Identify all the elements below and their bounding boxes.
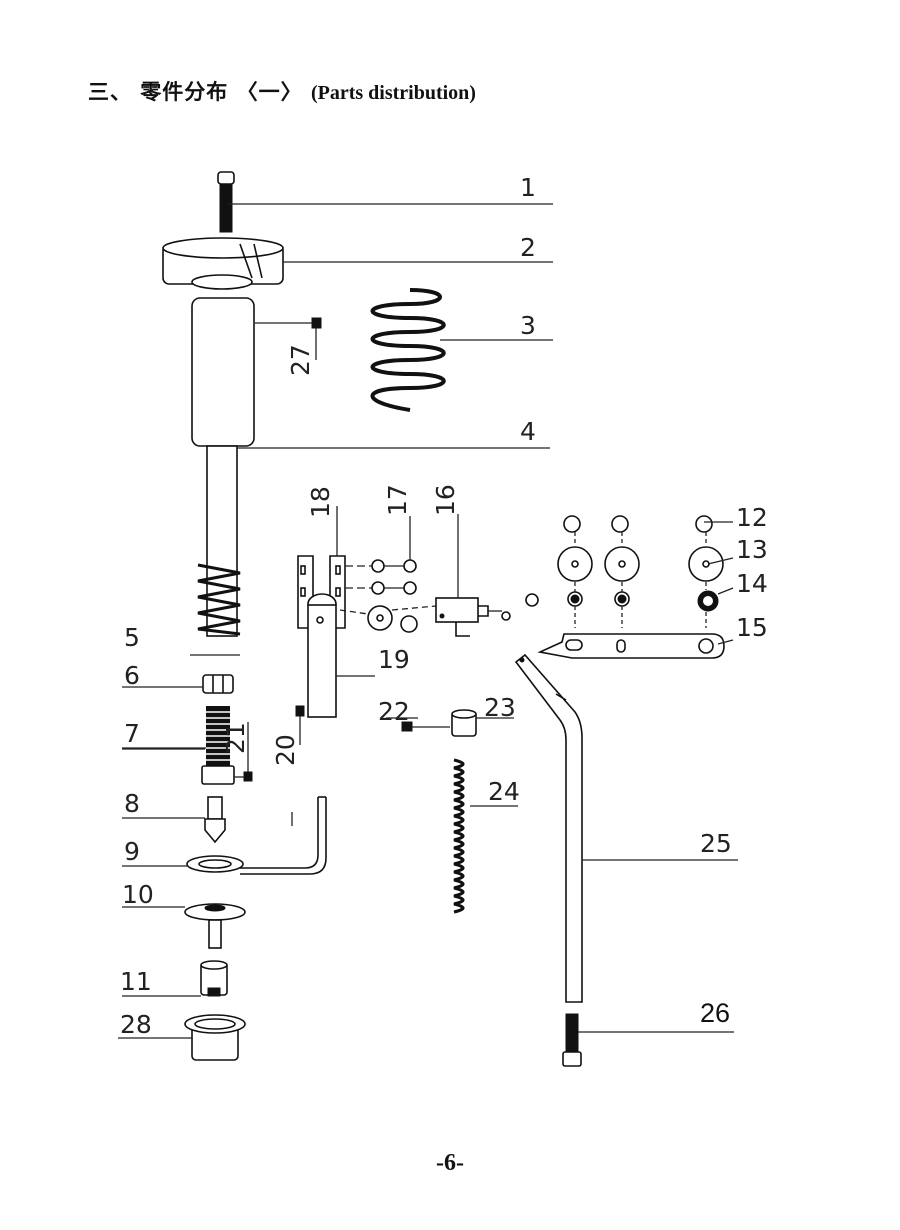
part-27-setscrew [255,317,322,360]
part-24-spring [453,758,518,914]
part-26-bolt [562,1013,734,1067]
label-27: 27 [286,344,315,376]
page-number: -6- [436,1150,464,1176]
part-8-cone-pin [122,796,226,844]
part-21-setscrew [234,722,253,782]
part-3-spring [370,288,553,412]
label-20: 20 [271,734,300,766]
label-1: 1 [520,173,536,202]
part-15-plate [537,633,734,659]
part-10-flange [122,903,246,949]
label-23: 23 [484,693,516,722]
part-22-screw [386,717,450,732]
part-20-setscrew [295,705,305,745]
label-5: 5 [124,623,140,652]
label-15: 15 [736,613,768,642]
label-12: 12 [736,503,768,532]
label-18: 18 [306,486,335,518]
part-14-springs [567,532,734,628]
label-26: 26 [700,998,730,1028]
label-17: 17 [383,484,412,516]
page-title: 三、 零件分布 〈一〉 (Parts distribution) [88,76,476,106]
title-english: (Parts distribution) [310,82,476,104]
label-13: 13 [736,535,768,564]
label-6: 6 [124,661,140,690]
label-25: 25 [700,829,732,858]
label-9: 9 [124,837,140,866]
label-2: 2 [520,233,536,262]
label-3: 3 [520,311,536,340]
part-4-cylinder [191,297,550,637]
label-19: 19 [378,645,410,674]
label-28: 28 [120,1010,152,1039]
label-16: 16 [431,484,460,516]
part-17-balls [339,516,437,633]
part-1-screw [217,171,553,233]
label-21: 21 [221,722,250,754]
part-13-washers [557,546,734,582]
label-22: 22 [378,697,410,726]
label-4: 4 [520,417,536,446]
label-14: 14 [736,569,768,598]
label-11: 11 [120,967,152,996]
part-11-bushing [122,960,228,997]
title-chinese: 三、 零件分布 〈一〉 [88,79,303,104]
part-12-knobs [563,515,733,533]
label-24: 24 [488,777,520,806]
part-28-cap [118,1014,246,1061]
part-19-shaft [307,593,375,718]
part-9-bracket [122,796,327,875]
part-25-rod [514,653,738,1003]
label-7: 7 [124,719,140,748]
part-16-block [435,514,539,637]
part-6-nut [122,674,234,694]
part-2-collar [162,237,553,290]
part-23-sleeve [451,709,514,737]
label-10: 10 [122,880,154,909]
part-5-spring [190,563,241,656]
label-8: 8 [124,789,140,818]
part-7-threaded-stud [122,706,235,785]
